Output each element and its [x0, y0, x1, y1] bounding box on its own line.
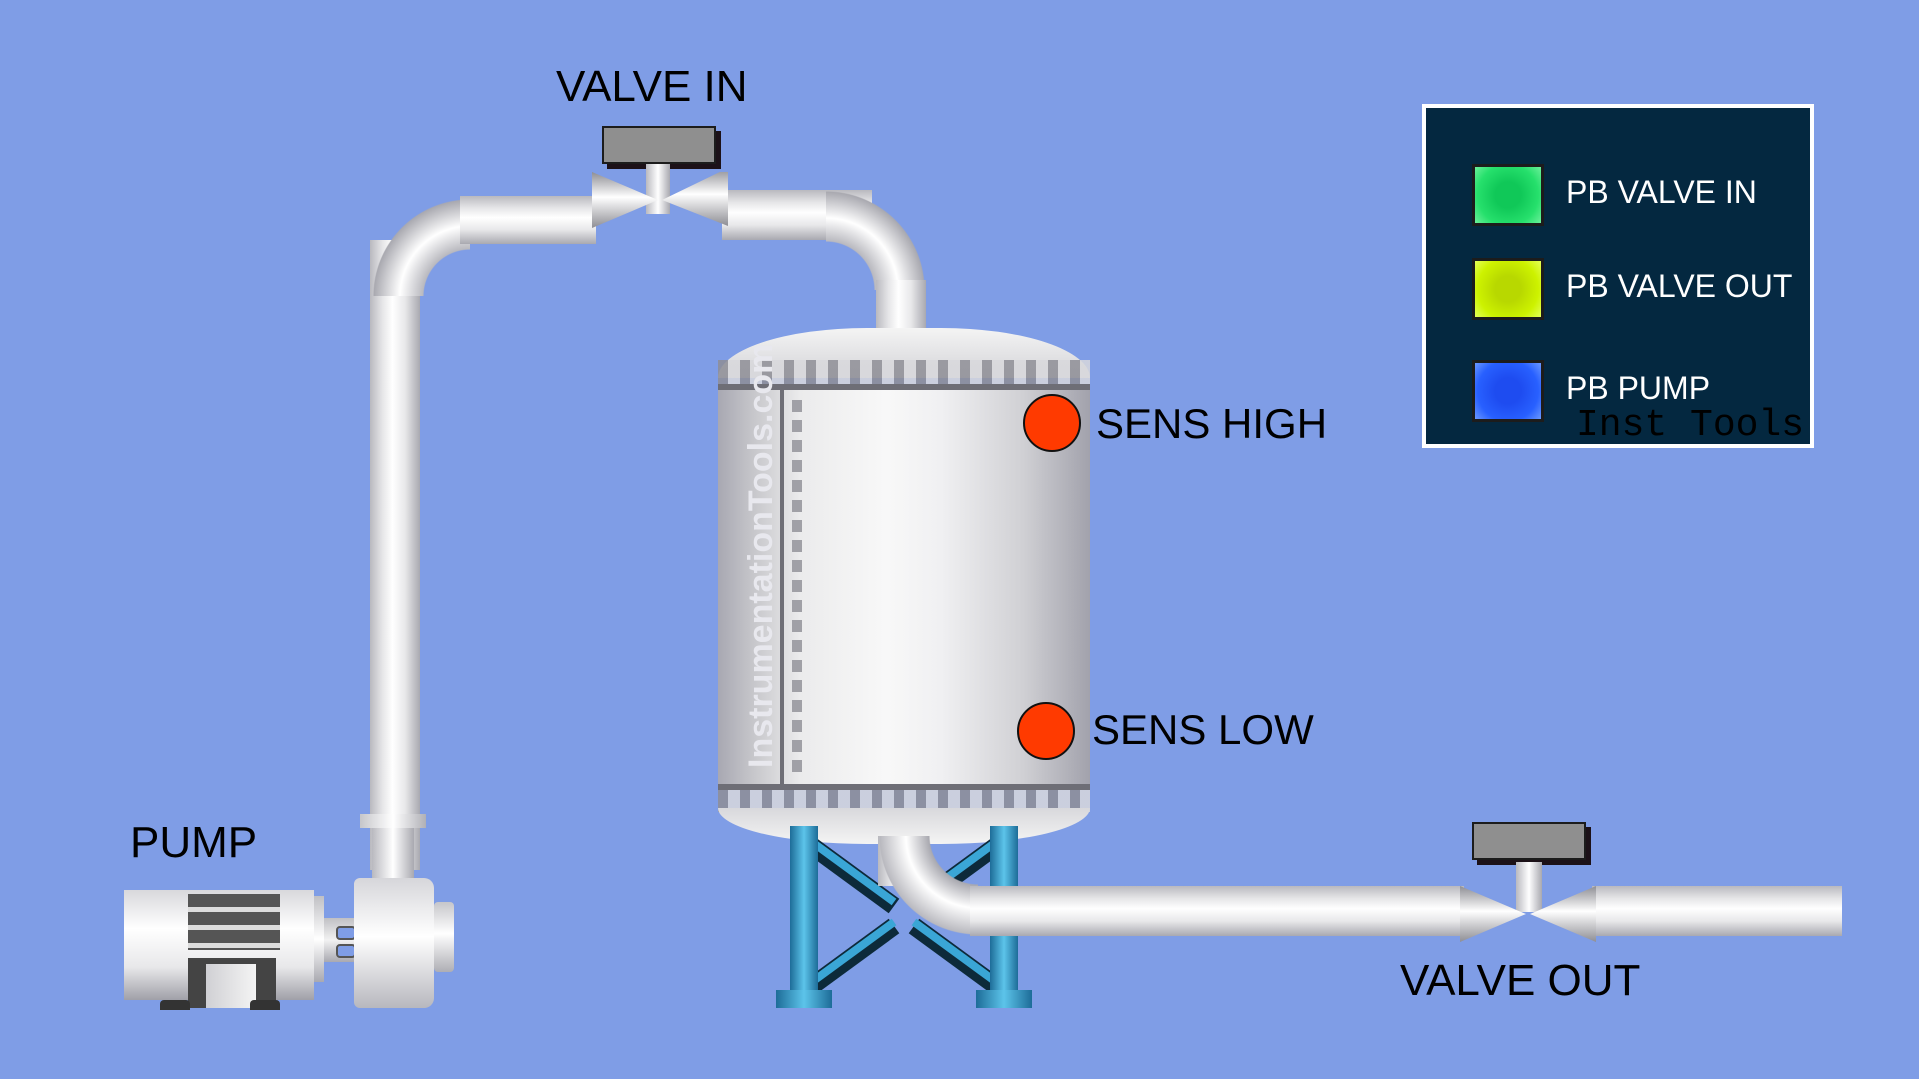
- pump-label: PUMP: [130, 818, 258, 867]
- pump-foot-right: [250, 1000, 280, 1010]
- control-panel: PB VALVE IN PB VALVE OUT PB PUMP Inst To…: [1422, 104, 1814, 448]
- valve-in-body-icon: [592, 172, 728, 228]
- tank-bottom-band: [718, 784, 1090, 790]
- valve-in-actuator[interactable]: [602, 126, 716, 164]
- valve-out-actuator[interactable]: [1472, 822, 1586, 860]
- pipe-top-left: [460, 196, 596, 244]
- pump-suction-flange: [434, 902, 454, 972]
- tank-top-flange: [718, 360, 1090, 386]
- pipe-elbow-top-left: [370, 196, 470, 296]
- pump-discharge-neck: [372, 828, 414, 878]
- valve-in-label: VALVE IN: [556, 62, 748, 111]
- valve-out-body-icon: [1460, 886, 1596, 942]
- sensor-high-indicator: [1023, 394, 1081, 452]
- tank-bottom-flange: [718, 790, 1090, 812]
- pump-volute: [354, 878, 434, 1008]
- tank-seam-rivets: [792, 400, 802, 780]
- pump-motor-fins: [188, 894, 280, 950]
- tank-seam-line: [780, 390, 784, 790]
- tank-top-band: [718, 384, 1090, 390]
- valve-out-stem: [1516, 862, 1542, 912]
- pump-coupling-gap-icon: [336, 926, 356, 940]
- pump-foot-left: [160, 1000, 190, 1010]
- pump-discharge-flange: [360, 814, 426, 828]
- valve-out[interactable]: [1460, 820, 1596, 944]
- valve-in[interactable]: [592, 122, 728, 242]
- pb-valve-in-label: PB VALVE IN: [1566, 174, 1757, 210]
- sensor-low-indicator: [1017, 702, 1075, 760]
- pipe-tank-inlet: [876, 280, 926, 332]
- pump-motor-flange: [314, 896, 324, 982]
- pb-valve-out-button[interactable]: [1472, 258, 1544, 320]
- pipe-outlet-main: [970, 886, 1464, 936]
- panel-watermark: Inst Tools: [1576, 404, 1805, 447]
- sensor-high-label: SENS HIGH: [1096, 400, 1328, 447]
- pipe-elbow-top-right: [826, 190, 926, 290]
- tank-watermark: InstrumentationTools.com: [742, 343, 780, 768]
- tank: InstrumentationTools.com: [718, 328, 1090, 844]
- pump[interactable]: [120, 810, 460, 1010]
- pump-coupling-gap-icon-2: [336, 944, 356, 958]
- valve-in-stem: [646, 164, 670, 214]
- pb-valve-in-button[interactable]: [1472, 164, 1544, 226]
- pb-pump-button[interactable]: [1472, 360, 1544, 422]
- pipe-outlet-discharge: [1592, 886, 1842, 936]
- pb-pump-label: PB PUMP: [1566, 370, 1711, 406]
- pb-valve-out-label: PB VALVE OUT: [1566, 268, 1793, 304]
- pump-terminal-box: [206, 964, 256, 1008]
- sensor-low-label: SENS LOW: [1092, 706, 1314, 753]
- valve-out-label: VALVE OUT: [1400, 956, 1641, 1005]
- pipe-pump-riser: [370, 240, 420, 870]
